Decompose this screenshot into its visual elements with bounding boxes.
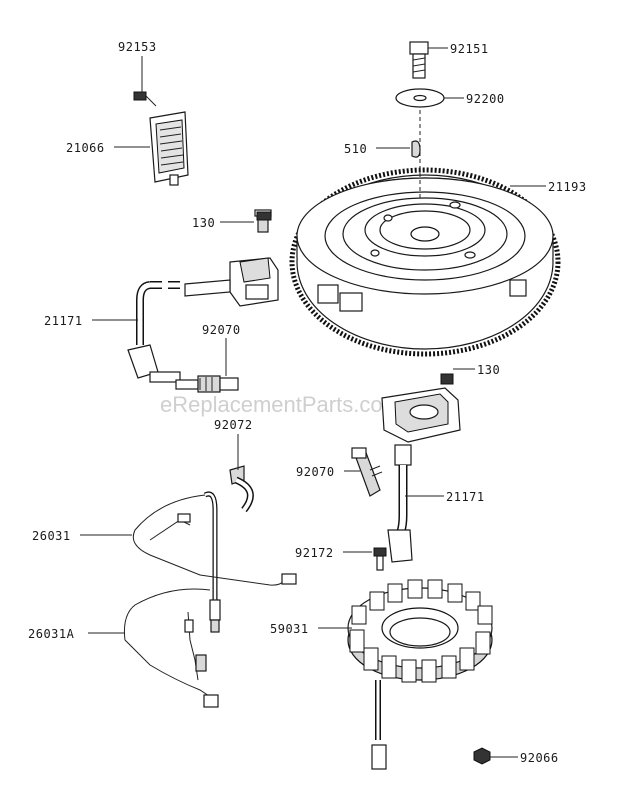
bolt-130-upper [256, 211, 272, 221]
label-59031: 59031 [270, 622, 309, 636]
label-21171-upper: 21171 [44, 314, 83, 328]
label-26031A: 26031A [28, 627, 75, 641]
label-92070-upper: 92070 [202, 323, 241, 337]
washer-92200 [395, 88, 445, 108]
flywheel [289, 167, 561, 357]
ignition-lead-upper [127, 281, 185, 383]
spark-plug-lower [351, 447, 383, 497]
stator [347, 579, 493, 770]
label-92070-lower: 92070 [296, 465, 335, 479]
label-92153: 92153 [118, 40, 157, 54]
label-21193: 21193 [548, 180, 587, 194]
label-510: 510 [344, 142, 367, 156]
label-92151: 92151 [450, 42, 489, 56]
label-92072: 92072 [214, 418, 253, 432]
wire-harness [124, 465, 297, 708]
spark-plug-upper [175, 375, 239, 393]
regulator [149, 111, 189, 186]
part-labels: 92153 21066 92151 92200 510 21193 130 21… [28, 40, 587, 765]
label-21066: 21066 [66, 141, 105, 155]
nut-92066 [473, 747, 491, 765]
label-21171-lower: 21171 [446, 490, 485, 504]
bolt-92151 [409, 41, 429, 79]
label-92066: 92066 [520, 751, 559, 765]
key-510 [411, 140, 421, 158]
ignition-coil-lower [381, 373, 461, 466]
ignition-lead-lower [387, 465, 413, 563]
screw-92172 [373, 547, 387, 571]
label-92172: 92172 [295, 546, 334, 560]
label-130-upper: 130 [192, 216, 215, 230]
watermark: eReplacementParts.com [160, 392, 401, 417]
leader-lines [80, 47, 546, 758]
label-26031: 26031 [32, 529, 71, 543]
label-92200: 92200 [466, 92, 505, 106]
label-130-lower: 130 [477, 363, 500, 377]
screw-92153 [133, 91, 157, 107]
